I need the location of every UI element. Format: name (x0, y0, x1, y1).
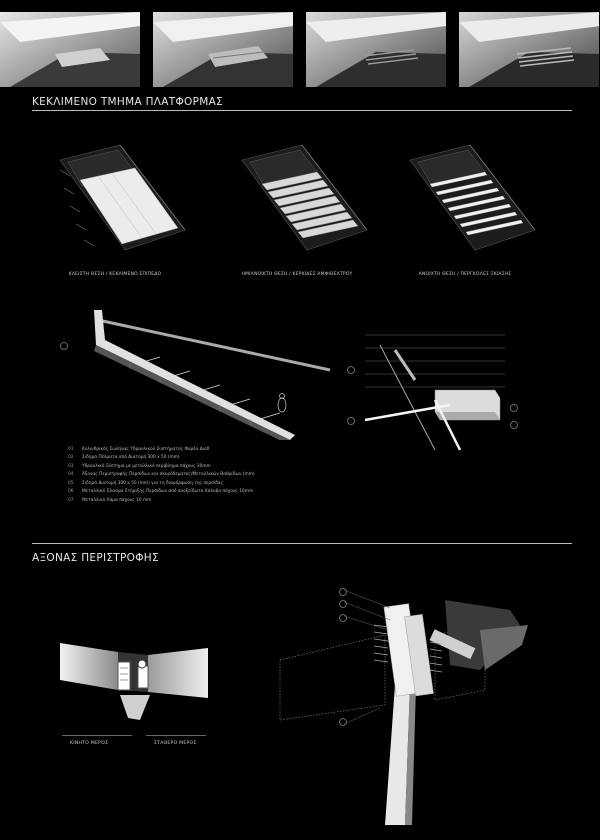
caption-semi-open-position: ΗΜΙΑΝΟΙΚΤΗ ΘΕΣΗ / ΚΕΡΚΙΔΕΣ ΑΜΦΙΘΕΑΤΡΟΥ (241, 272, 353, 277)
render-image (153, 12, 293, 87)
detail-marker (339, 614, 347, 622)
platform-closed-diagram (59, 144, 186, 251)
detail-marker (510, 404, 518, 412)
section-divider (32, 110, 572, 111)
render-image (459, 12, 599, 87)
platform-detail-drawing (364, 334, 505, 451)
detail-marker (347, 417, 355, 425)
render-thumbnail-2 (153, 12, 293, 87)
render-thumbnail-1 (0, 12, 140, 87)
pivot-plan-drawing (60, 643, 208, 720)
pivot-axonometric-drawing (279, 589, 528, 825)
platform-semi-open-diagram (241, 144, 368, 251)
detail-marker (347, 366, 355, 374)
section-divider (32, 543, 572, 544)
dimension-line (146, 735, 206, 736)
legend-marker (60, 342, 68, 350)
caption-open-position: ΑΝΟΙΧΤΗ ΘΕΣΗ / ΠΕΡΓΚΟΛΕΣ ΣΚΙΑΣΗΣ (418, 272, 512, 277)
dimension-line (62, 735, 132, 736)
render-thumbnail-4 (459, 12, 599, 87)
caption-closed-position: ΚΛΕΙΣΤΗ ΘΕΣΗ / ΚΕΚΛΙΜΕΝΟ ΕΠΙΠΕΔΟ (68, 272, 162, 277)
platform-section-drawing (94, 310, 331, 440)
render-image (306, 12, 446, 87)
moving-part-label: ΚΙΝΗΤΟ ΜΕΡΟΣ (70, 741, 109, 746)
detail-marker (510, 421, 518, 429)
render-image (0, 12, 140, 87)
detail-marker (339, 588, 347, 596)
detail-marker (339, 718, 347, 726)
render-thumbnail-3 (306, 12, 446, 87)
platform-open-diagram (409, 144, 536, 251)
section-title-inclined-platform: ΚΕΚΛΙΜΕΝΟ ΤΜΗΜΑ ΠΛΑΤΦΟΡΜΑΣ (32, 96, 223, 108)
fixed-part-label: ΣΤΑΘΕΡΟ ΜΕΡΟΣ (154, 741, 197, 746)
detail-marker (339, 600, 347, 608)
section-title-rotation-axis: ΑΞΟΝΑΣ ΠΕΡΙΣΤΡΟΦΗΣ (32, 552, 159, 564)
